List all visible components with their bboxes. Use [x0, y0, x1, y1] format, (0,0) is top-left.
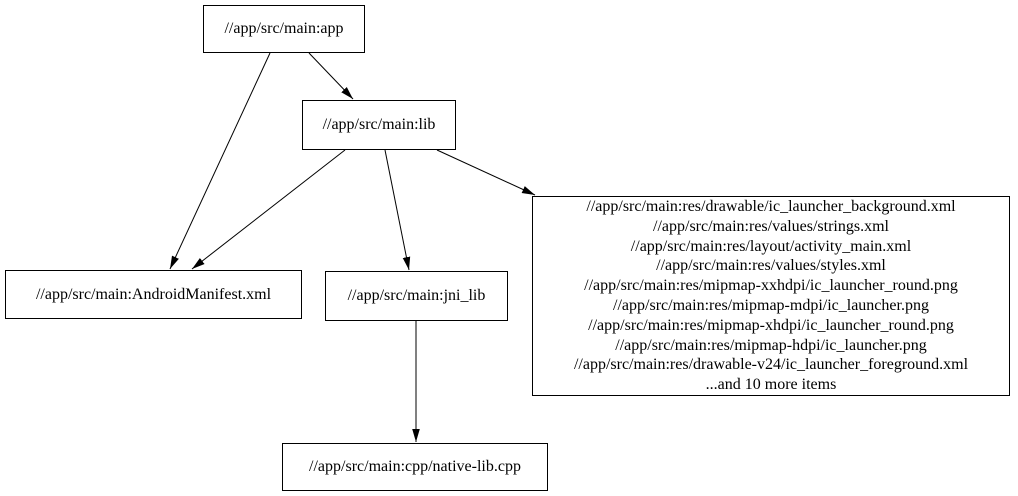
res-file-line: //app/src/main:res/layout/activity_main.…	[630, 237, 912, 255]
res-file-line: //app/src/main:res/mipmap-xxhdpi/ic_laun…	[584, 277, 958, 295]
edge-lib-to-android-manifest	[191, 149, 346, 270]
edge-app-to-android-manifest	[169, 52, 271, 270]
res-file-line: //app/src/main:res/mipmap-xhdpi/ic_launc…	[588, 316, 954, 334]
res-file-line: ...and 10 more items	[705, 376, 837, 394]
res-files-label: //app/src/main:res/drawable/ic_launcher_…	[574, 197, 968, 395]
node-lib: //app/src/main:lib	[302, 100, 456, 150]
node-native-lib-cpp-label: //app/src/main:cpp/native-lib.cpp	[309, 458, 521, 476]
res-file-line: //app/src/main:res/values/strings.xml	[653, 217, 889, 235]
node-app-label: //app/src/main:app	[224, 20, 344, 38]
node-native-lib-cpp: //app/src/main:cpp/native-lib.cpp	[282, 443, 548, 491]
res-file-line: //app/src/main:res/mipmap-hdpi/ic_launch…	[615, 336, 927, 354]
edge-lib-to-jni-lib	[384, 149, 411, 271]
res-file-line: //app/src/main:res/drawable-v24/ic_launc…	[573, 356, 969, 374]
edge-lib-to-res-files	[436, 149, 536, 196]
node-app: //app/src/main:app	[203, 5, 365, 53]
res-file-line: //app/src/main:res/values/styles.xml	[656, 257, 886, 275]
res-file-line: //app/src/main:res/drawable/ic_launcher_…	[586, 198, 956, 216]
node-lib-label: //app/src/main:lib	[322, 116, 436, 134]
edge-app-to-lib	[308, 52, 354, 100]
node-android-manifest: //app/src/main:AndroidManifest.xml	[5, 270, 302, 319]
node-android-manifest-label: //app/src/main:AndroidManifest.xml	[35, 285, 272, 303]
res-file-line: //app/src/main:res/mipmap-mdpi/ic_launch…	[613, 297, 929, 314]
node-jni-lib: //app/src/main:jni_lib	[325, 271, 508, 321]
node-jni-lib-label: //app/src/main:jni_lib	[347, 287, 486, 305]
node-res-files: //app/src/main:res/drawable/ic_launcher_…	[532, 196, 1010, 396]
